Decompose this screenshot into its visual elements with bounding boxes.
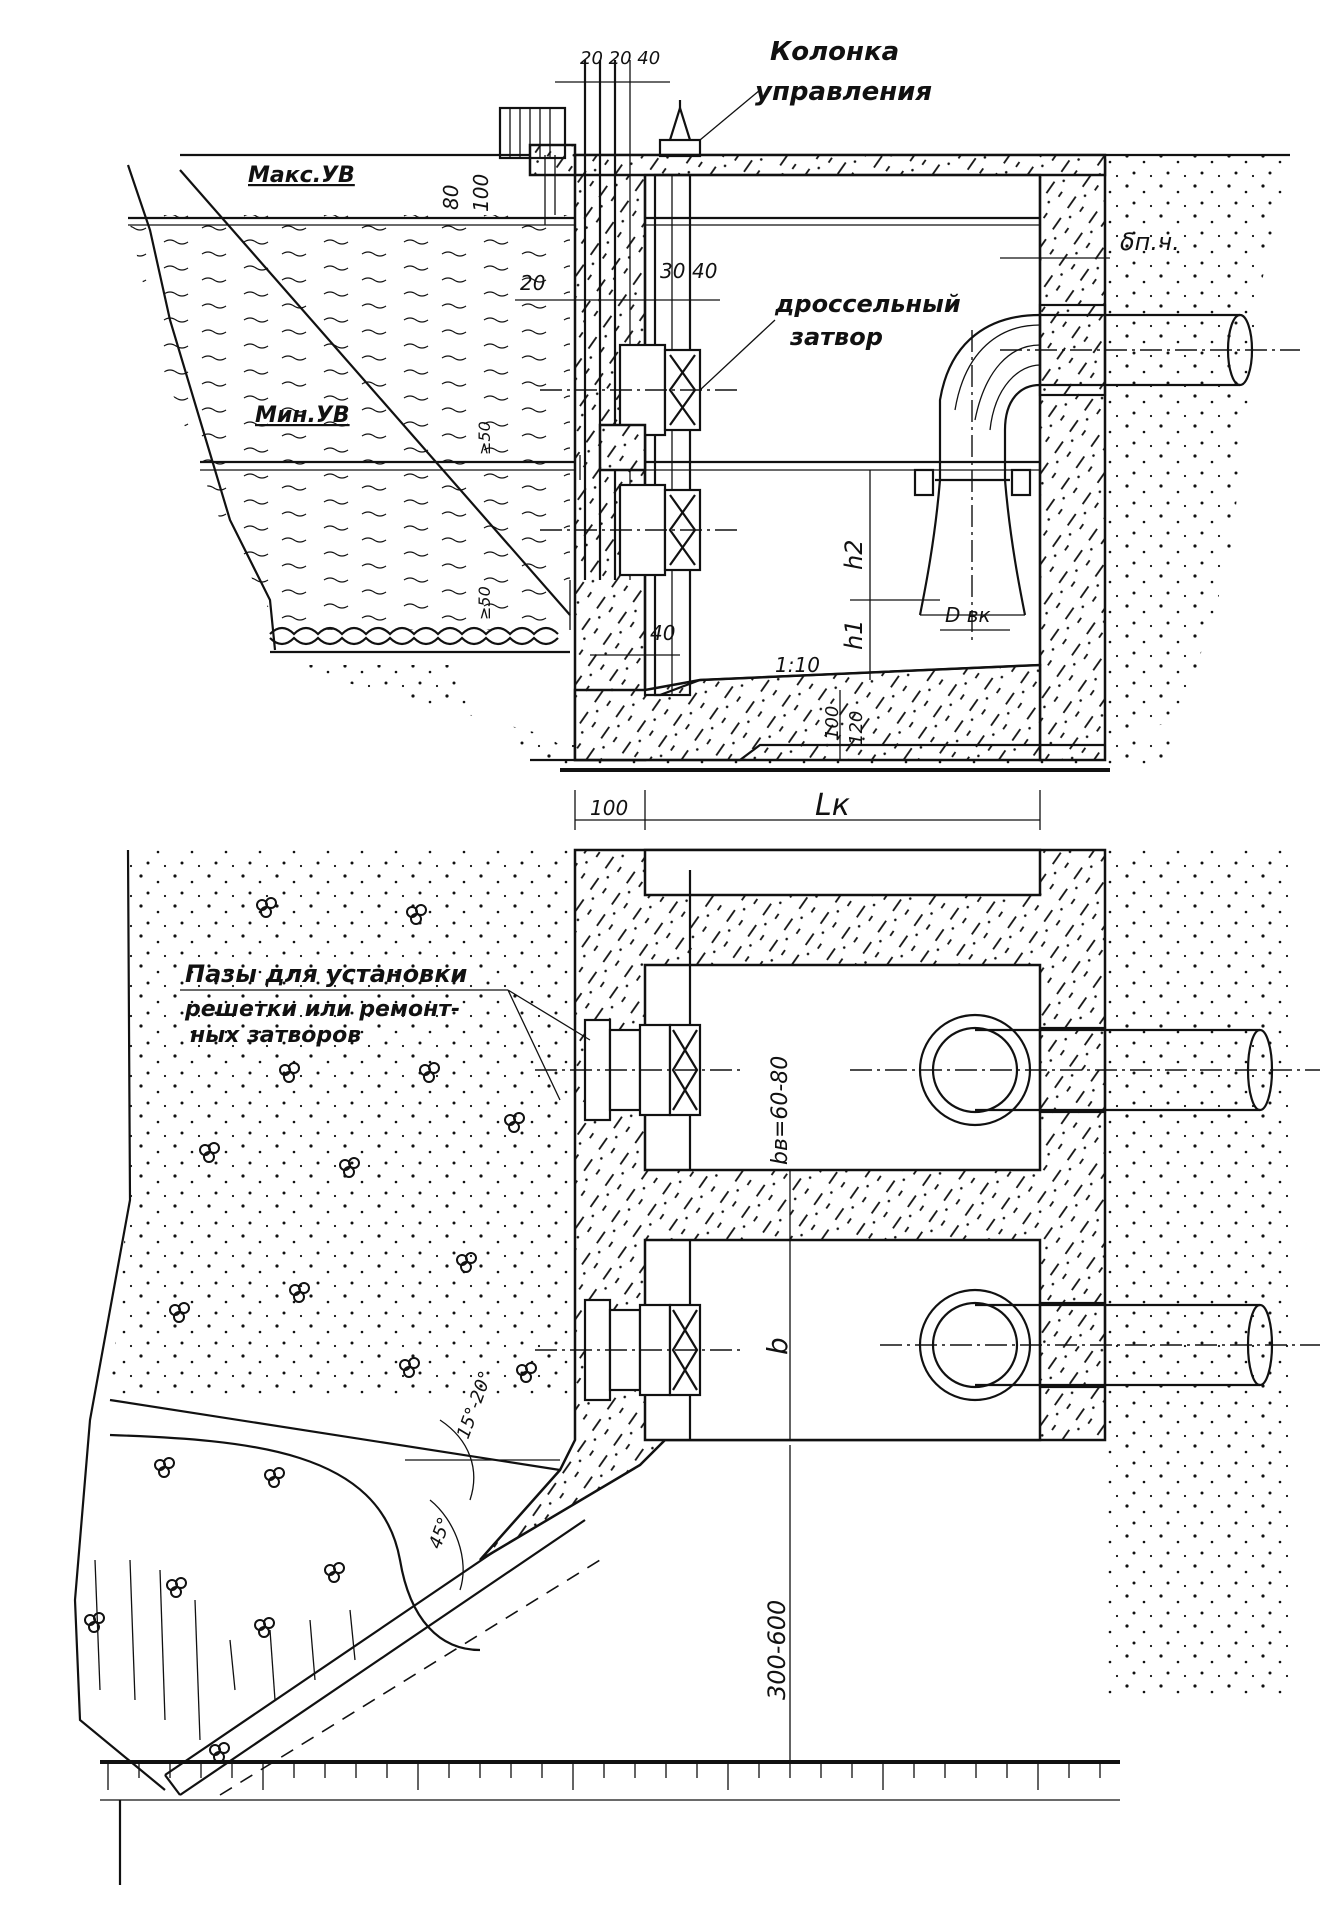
dimension-lines-plan <box>405 1170 791 1760</box>
section-view <box>126 60 1300 830</box>
control-column-label-2: управления <box>755 77 932 107</box>
plan-bank-curve <box>109 1433 481 1652</box>
plan-chamber-top <box>643 848 1042 897</box>
d40-floor-label: 40 <box>650 621 675 645</box>
bank-slope <box>126 164 277 651</box>
slope-diagonal <box>179 169 571 616</box>
throttle-gate-label-1: дроссельный <box>774 290 961 318</box>
ge50-upper-label: ≥50 <box>475 421 494 455</box>
b-label: b <box>761 1337 794 1355</box>
gate-grooves <box>528 60 631 580</box>
grooves-label-3: ных затворов <box>190 1023 361 1048</box>
delta-pch-label: δп.ч. <box>1120 228 1180 256</box>
control-column-leader <box>699 89 761 141</box>
railing <box>498 106 567 160</box>
ge50-lower-label: ≥50 <box>475 586 494 620</box>
plan-view <box>73 848 1320 1885</box>
dimension-lines-section <box>515 81 1110 830</box>
bank-hatch <box>94 1559 356 1741</box>
d30-label: 30 <box>660 259 685 283</box>
d100-bottom-label: 100 <box>590 796 628 820</box>
plan-pipe-1 <box>850 1013 1320 1127</box>
dbk-label: D вк <box>945 603 991 627</box>
d100-floor-label: 100 <box>822 706 843 740</box>
grooves-label-1: Пазы для установки <box>185 960 468 988</box>
control-column-symbol <box>658 100 702 158</box>
d40-gate-label: 40 <box>692 259 717 283</box>
d300-600-label: 300-600 <box>763 1600 791 1700</box>
grooves-label-2: решетки или ремонт- <box>184 997 460 1022</box>
h2-label: h2 <box>840 540 868 570</box>
max-level-label: Макс.УВ <box>248 163 355 188</box>
h1-label: h1 <box>840 620 868 650</box>
plan-bank-edge <box>73 849 166 1791</box>
plan-bank-top <box>109 1398 561 1472</box>
intake-block-upper <box>598 423 647 472</box>
d80-label: 80 <box>439 185 463 210</box>
top-spacing-label: 20 20 40 <box>580 48 660 69</box>
bottom-ruler <box>100 1760 1120 1885</box>
bank-soil-right <box>1100 155 1290 740</box>
plan-structure <box>479 848 1107 1562</box>
plan-chamber-1 <box>643 963 1042 1172</box>
foundation-step <box>530 743 1105 762</box>
angle-45-label: 45° <box>425 1515 456 1552</box>
structure-back-wall <box>1038 158 1107 762</box>
lk-label: Lк <box>815 788 850 823</box>
throttle-gate-label-2: затвор <box>789 323 883 351</box>
riprap <box>269 626 570 654</box>
plan-chamber-2 <box>643 1238 1042 1442</box>
d100-top-label: 100 <box>469 174 493 212</box>
reservoir-water <box>128 215 570 630</box>
suction-pipe <box>913 313 1254 640</box>
structure-top-slab <box>573 153 1107 177</box>
bv-label: bв=60-80 <box>768 1056 793 1165</box>
d20-label: 20 <box>520 271 545 295</box>
slope-label: 1:10 <box>775 653 820 677</box>
plan-soil-left <box>110 850 570 1400</box>
d120-label: 120 <box>846 711 867 745</box>
text-labels: Колонка управления 20 20 40 Макс.УВ Мин.… <box>184 37 1180 1700</box>
control-column-label-1: Колонка <box>770 37 899 67</box>
plan-soil-right <box>1105 850 1290 1700</box>
throttle-gate-leader <box>699 319 776 391</box>
chamber-outline <box>643 173 1042 697</box>
bank-pipe <box>164 1499 601 1796</box>
groove-leader <box>507 989 591 1101</box>
plan-pipe-2 <box>880 1288 1320 1402</box>
min-level-label: Мин.УВ <box>255 403 350 428</box>
